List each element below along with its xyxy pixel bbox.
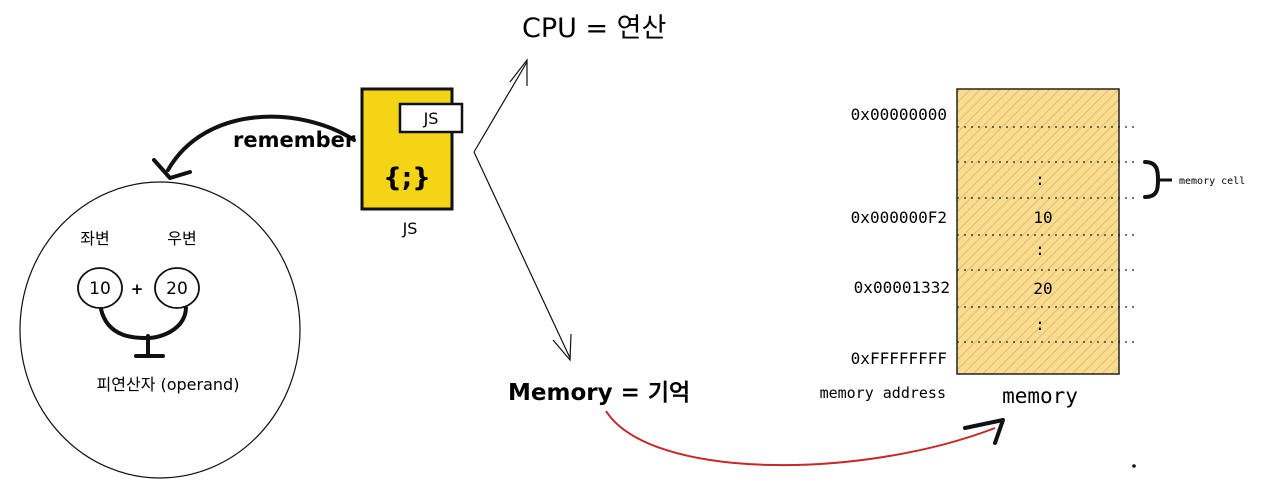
js-file-icon: JS {;}: [360, 87, 464, 211]
left-operand-label: 좌변: [80, 229, 109, 248]
operand-merge-arrow: [134, 334, 165, 358]
operand-caption: 피연산자 (operand): [97, 375, 240, 394]
address-1: 0x000000F2: [851, 208, 947, 227]
arrow-head-cpu: [509, 58, 528, 86]
cell-dots-2: :: [1035, 240, 1045, 259]
stray-dot: [1132, 464, 1136, 468]
address-3: 0xFFFFFFFF: [851, 349, 947, 368]
memory-concept-label: Memory = 기억: [508, 380, 690, 406]
remember-label: remember: [233, 128, 356, 152]
cell-value-1: 20: [1033, 279, 1052, 298]
js-badge: JS: [423, 109, 439, 128]
remember-arrow: [166, 114, 356, 172]
cell-dots-1: :: [1035, 170, 1045, 189]
operand-circle: [19, 181, 301, 479]
arrow-to-memory: [473, 151, 571, 359]
cell-value-0: 10: [1033, 208, 1052, 227]
operand-merge-curve: [99, 306, 188, 341]
memory-link-arrow-head: [963, 418, 1005, 445]
memory-address-caption: memory address: [820, 384, 946, 402]
cell-dots-3: :: [1035, 315, 1045, 334]
right-operand-label: 우변: [167, 229, 196, 248]
right-operand-bubble: [154, 267, 200, 309]
arrow-to-cpu: [473, 61, 528, 153]
js-braces: {;}: [383, 163, 430, 193]
memory-cell-bracket: [1143, 160, 1161, 199]
memory-block: [956, 88, 1120, 375]
right-operand-value: 20: [166, 279, 188, 299]
operator-plus: +: [131, 280, 144, 298]
remember-arrow-head: [152, 158, 192, 180]
memory-cell-label: memory cell: [1179, 176, 1245, 187]
left-operand-value: 10: [89, 279, 111, 299]
cpu-label: CPU = 연산: [522, 13, 666, 44]
address-2: 0x00001332: [854, 278, 950, 297]
arrow-head-memory: [552, 333, 572, 362]
memory-link-arrow: [605, 410, 996, 467]
js-caption: JS: [402, 219, 418, 238]
memory-block-caption: memory: [1002, 384, 1078, 408]
address-0: 0x00000000: [851, 105, 947, 124]
